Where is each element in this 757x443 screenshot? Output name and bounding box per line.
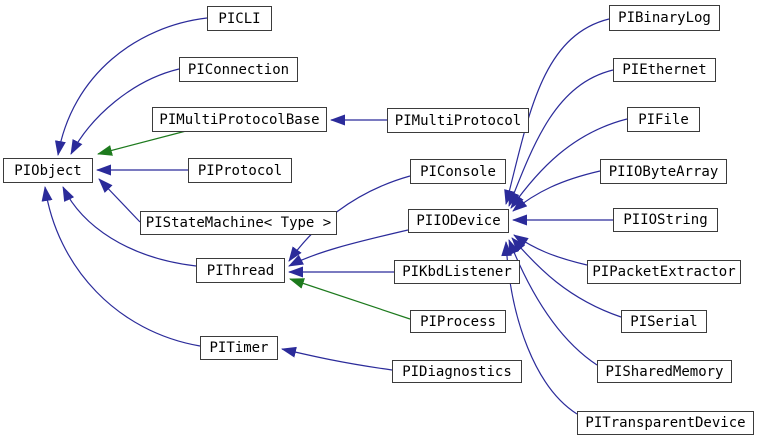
node-piethernet[interactable]: PIEthernet (613, 58, 716, 82)
node-piiostring[interactable]: PIIOString (613, 208, 718, 232)
node-pidiagnostics[interactable]: PIDiagnostics (392, 360, 522, 383)
node-pibinarylog[interactable]: PIBinaryLog (609, 5, 720, 31)
node-picli[interactable]: PICLI (207, 6, 272, 31)
edge-piethernet-piiodevice (508, 69, 614, 207)
edge-pipacketextractor-piiodevice (513, 234, 588, 266)
node-piobject[interactable]: PIObject (3, 158, 93, 183)
node-pithread[interactable]: PIThread (196, 258, 285, 283)
node-piconsole[interactable]: PIConsole (410, 159, 506, 184)
node-pistatemachine[interactable]: PIStateMachine< Type > (140, 211, 337, 235)
edge-pidiagnostics-pitimer (281, 346, 393, 371)
edge-piconnection-piobject (70, 68, 180, 155)
node-pikbdlistener[interactable]: PIKbdListener (394, 260, 520, 284)
node-piprotocol[interactable]: PIProtocol (188, 158, 292, 183)
edge-piprocess-pithread (289, 278, 411, 320)
node-pipacketextractor[interactable]: PIPacketExtractor (587, 260, 741, 284)
node-piserial[interactable]: PISerial (621, 310, 707, 333)
node-pifile[interactable]: PIFile (627, 107, 700, 132)
node-piconnection[interactable]: PIConnection (179, 57, 298, 82)
node-piprocess[interactable]: PIProcess (410, 310, 506, 333)
edge-piiobytearray-piiodevice (512, 170, 601, 212)
node-pitransparentdevice[interactable]: PITransparentDevice (577, 411, 754, 435)
node-pitimer[interactable]: PITimer (200, 336, 278, 360)
edge-pitimer-piobject (41, 186, 201, 347)
edge-pibinarylog-piiodevice (504, 18, 610, 205)
edge-pimultiprotocolbase-piobject (97, 130, 187, 156)
node-pimultiprotocol[interactable]: PIMultiProtocol (387, 108, 529, 133)
edge-piserial-piiodevice (511, 237, 622, 318)
node-pisharedmemory[interactable]: PISharedMemory (597, 360, 732, 383)
edge-piconsole-pithread (288, 175, 411, 262)
edge-picli-piobject (54, 17, 208, 156)
edge-pithread-piobject (62, 186, 197, 267)
edge-pistatemachine-piobject (98, 178, 141, 223)
node-piiobytearray[interactable]: PIIOByteArray (600, 159, 727, 184)
edge-piiodevice-pithread (288, 229, 409, 267)
edge-pisharedmemory-piiodevice (508, 239, 598, 366)
node-piiodevice[interactable]: PIIODevice (408, 209, 509, 233)
node-pimultiprotocolbase[interactable]: PIMultiProtocolBase (152, 107, 327, 132)
edge-pifile-piiodevice (510, 118, 628, 209)
